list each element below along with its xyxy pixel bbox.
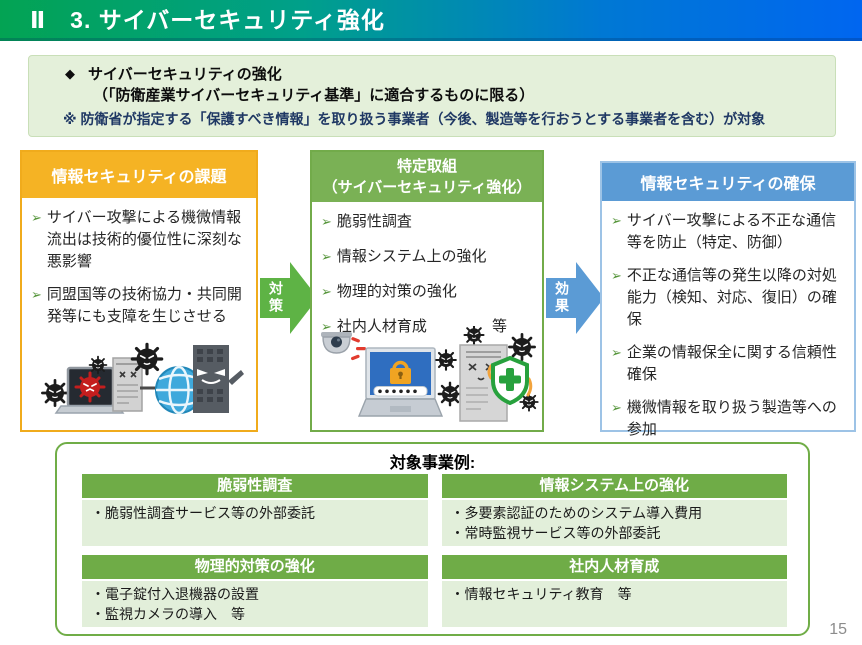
virus-germ-icon xyxy=(437,381,463,407)
assurance-item-1: ➢ サイバー攻撃による不正な通信等を防止（特定、防御） xyxy=(611,210,847,254)
security-protection-illustration xyxy=(321,326,539,422)
example-header: 情報システム上の強化 xyxy=(441,474,787,498)
server-tower-icon xyxy=(112,357,143,412)
diamond-bullet-icon: ◆ xyxy=(65,65,75,81)
issues-item-2-text: 同盟国等の技術協力・共同開発等にも支障を生じさせる xyxy=(46,286,242,325)
example-line: ・脆弱性調査サービス等の外部委託 xyxy=(91,505,315,521)
initiatives-item-3: ➢ 物理的対策の強化 xyxy=(321,281,535,303)
column-initiatives-body: ➢ 脆弱性調査 ➢ 情報システム上の強化 ➢ 物理的対策の強化 ➢ 社内人材育成… xyxy=(312,202,542,338)
example-line: ・常時監視サービス等の外部委託 xyxy=(450,525,661,541)
arrow-bullet-icon: ➢ xyxy=(31,210,42,225)
summary-box: ◆ サイバーセキュリティの強化 （「防衛産業サイバーセキュリティ基準」に適合する… xyxy=(28,55,836,137)
virus-germ-icon xyxy=(435,349,457,371)
security-camera-icon xyxy=(321,332,352,354)
virus-germ-icon xyxy=(508,333,536,361)
summary-line1: ◆ サイバーセキュリティの強化 xyxy=(65,63,282,84)
column-security-assurance: 情報セキュリティの確保 ➢ サイバー攻撃による不正な通信等を防止（特定、防御） … xyxy=(600,161,856,438)
arrow-bullet-icon: ➢ xyxy=(321,284,332,299)
example-cell-info-system: 情報システム上の強化 ・多要素認証のためのシステム導入費用 ・常時監視サービス等… xyxy=(441,474,787,546)
example-body: ・脆弱性調査サービス等の外部委託 xyxy=(82,500,428,546)
arrow-bullet-icon: ➢ xyxy=(321,214,332,229)
example-body: ・多要素認証のためのシステム導入費用 ・常時監視サービス等の外部委託 xyxy=(441,500,787,546)
example-cell-physical: 物理的対策の強化 ・電子錠付入退機器の設置 ・監視カメラの導入 等 xyxy=(82,555,428,627)
example-line: ・情報セキュリティ教育 等 xyxy=(450,586,632,602)
initiatives-item-1: ➢ 脆弱性調査 xyxy=(321,211,535,233)
initiatives-item-2-text: 情報システム上の強化 xyxy=(336,248,487,265)
assurance-item-2-text: 不正な通信等の発生以降の対処能力（検知、対応、復旧）の確保 xyxy=(626,267,837,328)
column-issues-header: 情報セキュリティの課題 xyxy=(22,152,256,198)
initiatives-title-line2: （サイバーセキュリティ強化） xyxy=(322,179,532,196)
padlock-icon xyxy=(390,360,411,384)
summary-line2: （「防衛産業サイバーセキュリティ基準」に適合するものに限る） xyxy=(93,87,535,104)
initiatives-item-4-text: 社内人材育成 xyxy=(336,318,427,335)
example-cell-vulnerability: 脆弱性調査 ・脆弱性調査サービス等の外部委託 xyxy=(82,474,428,546)
initiatives-title-line1: 特定取組 xyxy=(396,158,457,175)
locked-laptop-icon xyxy=(357,347,444,417)
target-business-examples-box: 対象事業例: 脆弱性調査 ・脆弱性調査サービス等の外部委託 情報システム上の強化… xyxy=(55,442,810,636)
virus-germ-icon xyxy=(130,342,164,376)
effect-arrow: 効果 xyxy=(546,262,604,334)
virus-face-icon xyxy=(74,371,106,403)
column-assurance-body: ➢ サイバー攻撃による不正な通信等を防止（特定、防御） ➢ 不正な通信等の発生以… xyxy=(602,201,854,441)
etc-label: 等 xyxy=(491,318,507,335)
example-header: 社内人材育成 xyxy=(441,555,787,579)
initiatives-item-2: ➢ 情報システム上の強化 xyxy=(321,246,535,268)
summary-line1-text: サイバーセキュリティの強化 xyxy=(88,66,282,83)
issues-item-1-text: サイバー攻撃による機微情報流出は技術的優位性に深刻な悪影響 xyxy=(46,209,242,270)
example-body: ・電子錠付入退機器の設置 ・監視カメラの導入 等 xyxy=(82,581,428,627)
column-assurance-header: 情報セキュリティの確保 xyxy=(602,163,854,201)
column-initiatives-header: 特定取組 （サイバーセキュリティ強化） xyxy=(312,152,542,202)
evil-building-icon xyxy=(193,345,244,413)
example-body: ・情報セキュリティ教育 等 xyxy=(441,581,787,627)
internet-globe-icon xyxy=(155,365,203,415)
issues-item-1: ➢ サイバー攻撃による機微情報流出は技術的優位性に深刻な悪影響 xyxy=(31,207,249,273)
right-arrow-icon xyxy=(546,262,604,334)
right-arrow-icon xyxy=(260,262,318,334)
virus-germ-icon xyxy=(463,326,485,346)
virus-germ-icon xyxy=(41,379,69,407)
assurance-item-3: ➢ 企業の情報保全に関する信頼性確保 xyxy=(611,342,847,386)
summary-note: ※ 防衛省が指定する「保護すべき情報」を取り扱う事業者（今後、製造等を行おうとす… xyxy=(63,111,766,127)
assurance-item-1-text: サイバー攻撃による不正な通信等を防止（特定、防御） xyxy=(626,212,837,251)
assurance-item-2: ➢ 不正な通信等の発生以降の対処能力（検知、対応、復旧）の確保 xyxy=(611,265,847,331)
initiatives-item-1-text: 脆弱性調査 xyxy=(336,213,412,230)
examples-title: 対象事業例: xyxy=(389,455,476,472)
arrow-bullet-icon: ➢ xyxy=(611,268,622,283)
arrow-bullet-icon: ➢ xyxy=(31,287,42,302)
slide-title-bar: Ⅱ 3. サイバーセキュリティ強化 xyxy=(0,0,862,41)
arrow-bullet-icon: ➢ xyxy=(611,400,622,415)
column-security-issues: 情報セキュリティの課題 ➢ サイバー攻撃による機微情報流出は技術的優位性に深刻な… xyxy=(20,150,258,432)
arrow-bullet-icon: ➢ xyxy=(611,345,622,360)
page-number: 15 xyxy=(829,621,847,638)
infected-laptop-icon xyxy=(54,366,125,414)
example-line: ・多要素認証のためのシステム導入費用 xyxy=(450,505,703,521)
initiatives-item-4: ➢ 社内人材育成 等 xyxy=(321,316,535,338)
examples-grid: 脆弱性調査 ・脆弱性調査サービス等の外部委託 情報システム上の強化 ・多要素認証… xyxy=(82,474,787,627)
example-line: ・監視カメラの導入 等 xyxy=(91,606,245,622)
assurance-item-4: ➢ 機微情報を取り扱う製造等への参加 xyxy=(611,397,847,441)
issues-item-2: ➢ 同盟国等の技術協力・共同開発等にも支障を生じさせる xyxy=(31,284,249,328)
arrow-bullet-icon: ➢ xyxy=(321,319,332,334)
arrow-bullet-icon: ➢ xyxy=(611,213,622,228)
assurance-item-3-text: 企業の情報保全に関する信頼性確保 xyxy=(626,344,837,383)
column-specific-initiatives: 特定取組 （サイバーセキュリティ強化） ➢ 脆弱性調査 ➢ 情報システム上の強化… xyxy=(310,150,544,432)
cyber-attack-illustration xyxy=(41,342,244,415)
example-cell-training: 社内人材育成 ・情報セキュリティ教育 等 xyxy=(441,555,787,627)
assurance-item-4-text: 機微情報を取り扱う製造等への参加 xyxy=(626,399,837,438)
shield-icon xyxy=(487,355,533,406)
initiatives-item-3-text: 物理的対策の強化 xyxy=(336,283,457,300)
tactics-arrow: 対策 xyxy=(260,262,318,334)
camera-signal-icon xyxy=(351,337,366,361)
arrow-bullet-icon: ➢ xyxy=(321,249,332,264)
password-field xyxy=(373,386,428,397)
example-header: 脆弱性調査 xyxy=(82,474,428,498)
virus-germ-icon xyxy=(88,355,108,375)
column-issues-body: ➢ サイバー攻撃による機微情報流出は技術的優位性に深刻な悪影響 ➢ 同盟国等の技… xyxy=(22,198,256,328)
slide-title: Ⅱ 3. サイバーセキュリティ強化 xyxy=(30,7,385,33)
example-line: ・電子錠付入退機器の設置 xyxy=(91,586,259,602)
example-header: 物理的対策の強化 xyxy=(82,555,428,579)
effect-arrow-label: 効果 xyxy=(554,281,570,315)
tactics-arrow-label: 対策 xyxy=(268,281,284,315)
